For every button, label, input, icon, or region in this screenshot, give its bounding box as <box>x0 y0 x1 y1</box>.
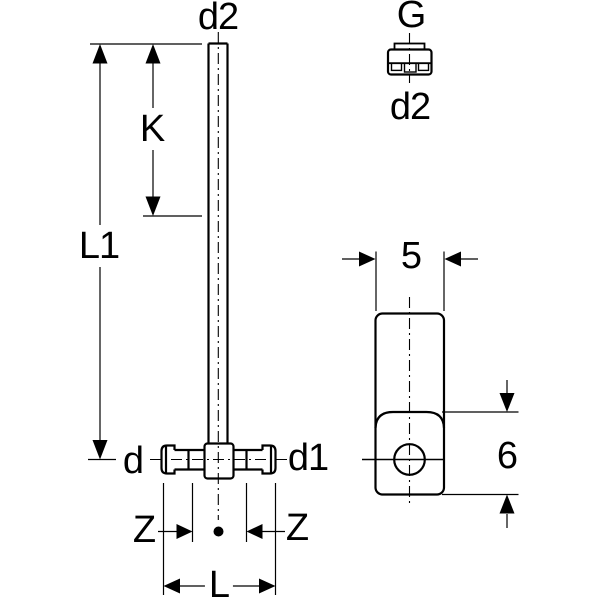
label-d2-side: d2 <box>389 86 431 128</box>
label-6: 6 <box>496 435 518 477</box>
front-view <box>160 42 277 480</box>
dim6-arrow-bottom <box>499 494 515 514</box>
branch-socket <box>203 442 235 480</box>
label-k: K <box>135 108 169 150</box>
label-d: d <box>122 440 144 482</box>
dim5-arrow-right <box>444 251 461 267</box>
centerlines <box>150 32 411 520</box>
thread-slot-right <box>417 62 430 72</box>
dimension-5-6 <box>342 251 519 528</box>
dim5-arrow-left <box>359 251 376 267</box>
thread-slot-center <box>403 62 417 73</box>
label-d1: d1 <box>287 437 329 479</box>
dimension-arrowheads-5-6 <box>359 251 515 514</box>
k-arrow-up <box>145 44 161 64</box>
l-arrow-right <box>259 578 276 594</box>
l-arrow-left <box>163 578 180 594</box>
label-g: G <box>396 0 427 36</box>
pipe-outline <box>207 42 229 444</box>
z-right-arrow <box>246 524 263 539</box>
label-z-left: Z <box>132 509 156 551</box>
dimension-arrowheads-l1-k <box>92 44 161 460</box>
z-left-arrow <box>176 524 193 539</box>
label-l: L <box>204 564 234 600</box>
center-point-dot <box>213 526 224 537</box>
label-5: 5 <box>400 235 422 277</box>
thread-slot-left <box>390 62 403 72</box>
l1-arrow-up <box>92 44 108 64</box>
label-z-right: Z <box>285 507 309 549</box>
label-l1: L1 <box>74 225 124 267</box>
dimension-z-l <box>158 483 285 595</box>
dim6-arrow-top <box>499 393 515 412</box>
dimension-arrowheads-z-l <box>163 524 276 594</box>
side-view <box>362 312 446 496</box>
tee-cylinder <box>174 448 263 471</box>
k-arrow-down <box>145 196 161 216</box>
label-d2-top: d2 <box>197 0 239 38</box>
l1-arrow-down <box>92 440 108 460</box>
